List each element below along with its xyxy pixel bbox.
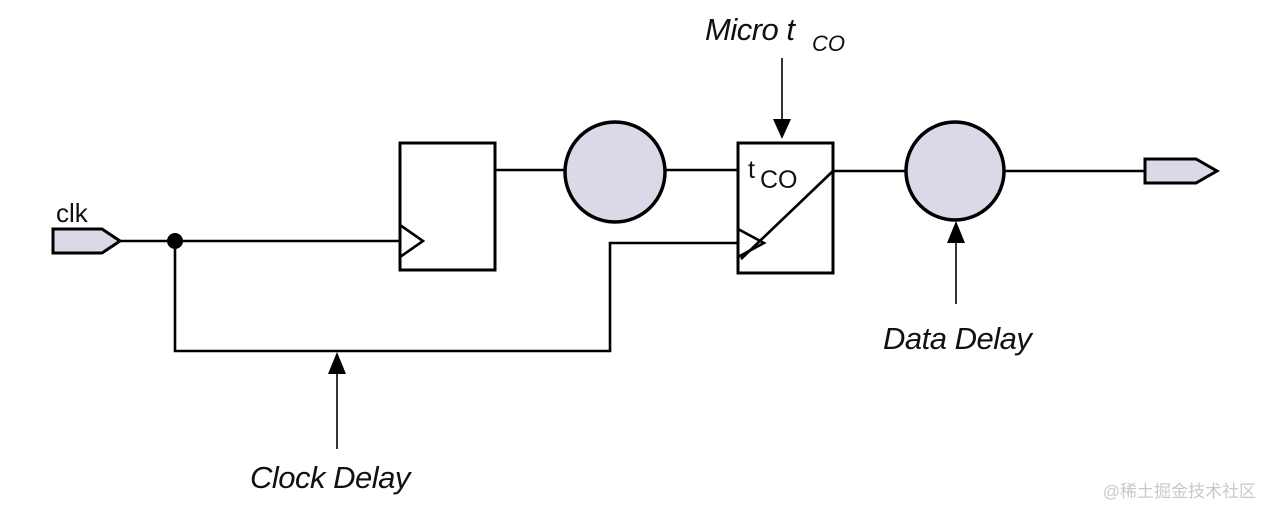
clock-delay-arrow-up-icon: [328, 352, 346, 374]
clk-label: clk: [56, 198, 89, 228]
tco-register-diagonal: [740, 170, 834, 260]
source-register-clock-triangle-icon: [399, 223, 426, 259]
tco-register: [736, 141, 835, 275]
clock-delay-wire: [173, 241, 738, 353]
micro-tco-label: Micro t: [705, 12, 796, 47]
tco-register-label-co: CO: [760, 166, 798, 194]
clock-net-junction-dot: [167, 233, 183, 249]
interconnect-delay-node: [563, 120, 667, 224]
data-delay-label: Data Delay: [883, 321, 1034, 356]
tco-register-clock-triangle-icon: [737, 227, 767, 259]
data-delay-node: [904, 120, 1006, 222]
tco-register-label-t: t: [748, 156, 755, 184]
data-delay-arrow-up-icon: [947, 221, 965, 243]
micro-tco-arrow-down-icon: [773, 119, 791, 139]
output-pin: [1143, 157, 1221, 185]
watermark-text: @稀土掘金技术社区: [1103, 482, 1256, 501]
clock-delay-label: Clock Delay: [250, 460, 413, 495]
clk-input-pin: [51, 227, 123, 255]
source-register: [398, 141, 497, 272]
micro-tco-label-sub: CO: [812, 31, 845, 56]
